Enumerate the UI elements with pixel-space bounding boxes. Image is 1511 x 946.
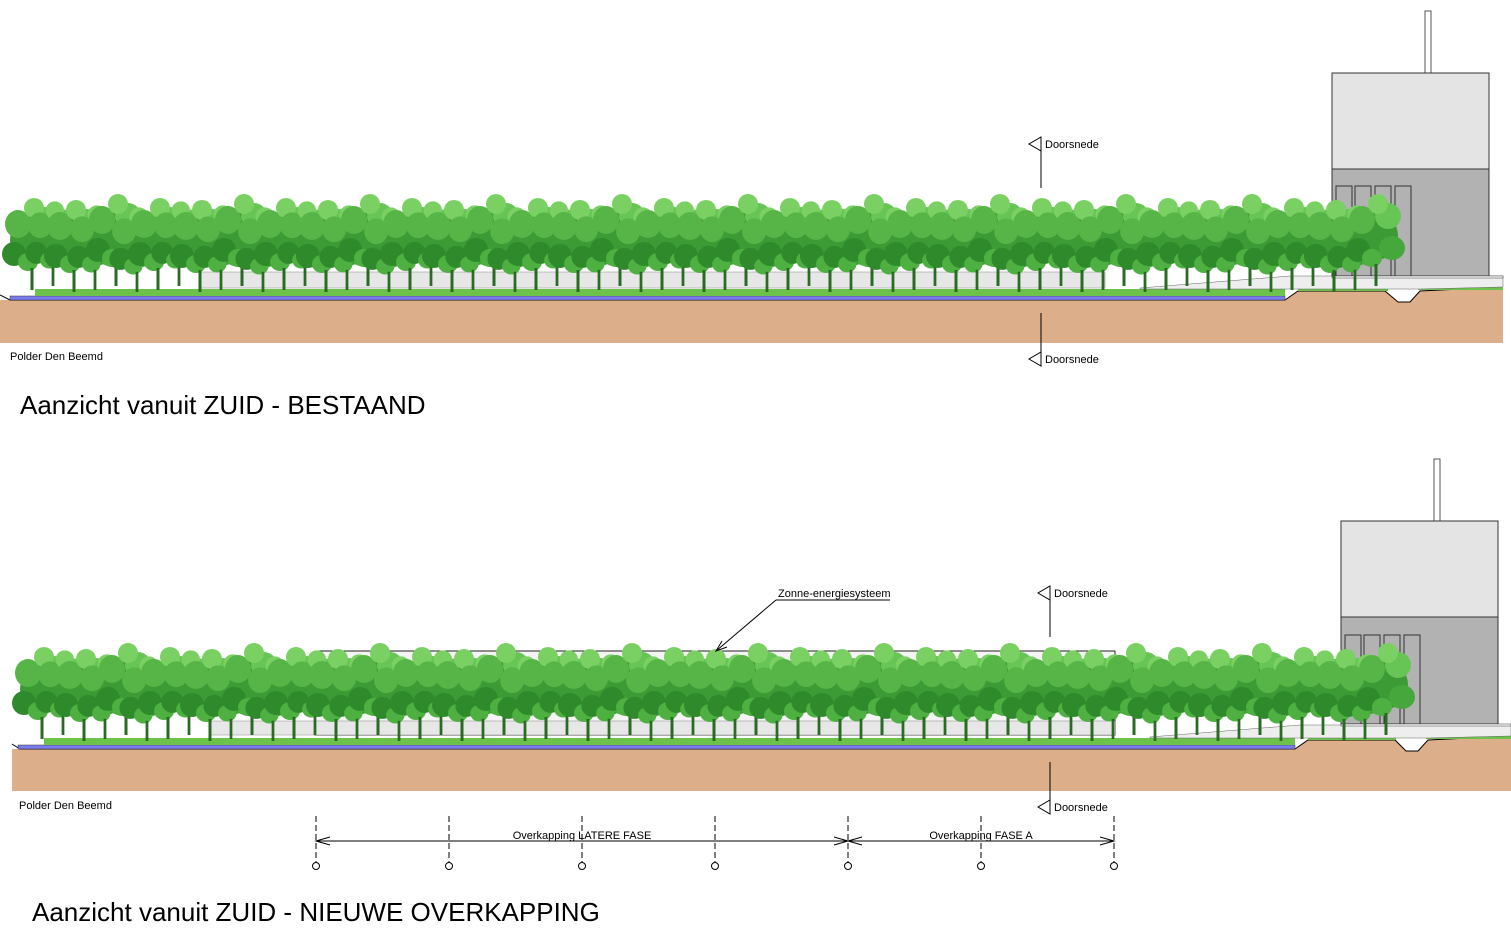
paved-slope xyxy=(1149,724,1511,739)
section-label: Doorsnede xyxy=(1045,139,1099,151)
soil-layer xyxy=(12,736,1511,791)
existing-shed xyxy=(199,271,1106,289)
section-marker-bottom: Doorsnede xyxy=(1037,762,1108,815)
grid-axis-marker xyxy=(844,862,852,870)
polder-label: Polder Den Beemd xyxy=(19,800,112,812)
grid-axis-marker xyxy=(1110,862,1118,870)
solar-label: Zonne-energiesysteem xyxy=(778,588,891,600)
building-upper xyxy=(1340,520,1499,618)
arrow-icon xyxy=(314,836,331,846)
water-strip xyxy=(17,744,1296,750)
chimney xyxy=(1424,10,1432,74)
section-label: Doorsnede xyxy=(1054,802,1108,814)
elevation-bestaand: Doorsnede Doorsnede Polder Den Beemd Aan… xyxy=(0,10,1504,420)
chimney xyxy=(1433,458,1441,522)
grid-axis-marker xyxy=(578,862,586,870)
polder-label: Polder Den Beemd xyxy=(10,351,103,363)
elevation-title: Aanzicht vanuit ZUID - NIEUWE OVERKAPPIN… xyxy=(32,897,600,927)
grid-axis-marker xyxy=(312,862,320,870)
section-marker-top: Doorsnede xyxy=(1037,585,1108,637)
arrow-icon xyxy=(846,836,863,846)
section-marker-bottom: Doorsnede xyxy=(1028,313,1099,367)
grid-axis-marker xyxy=(445,862,453,870)
existing-shed xyxy=(209,720,1116,736)
arrow-icon xyxy=(1099,836,1116,846)
dimension-line: Overkapping LATERE FASE Overkapping FASE… xyxy=(312,816,1118,870)
elevation-title: Aanzicht vanuit ZUID - BESTAAND xyxy=(20,390,426,420)
solar-annotation: Zonne-energiesysteem xyxy=(714,588,891,652)
grass-strip xyxy=(35,289,1285,296)
section-label: Doorsnede xyxy=(1045,354,1099,366)
section-label: Doorsnede xyxy=(1054,588,1108,600)
grid-axis-marker xyxy=(977,862,985,870)
arrow-icon xyxy=(714,640,728,652)
water-strip xyxy=(9,295,1286,301)
grid-axis-marker xyxy=(711,862,719,870)
building-upper xyxy=(1331,72,1490,170)
grass-strip xyxy=(44,738,1295,745)
section-marker-top: Doorsnede xyxy=(1028,136,1099,188)
elevation-nieuwe-overkapping: Zonne-energiesysteem Doorsnede Doorsnede… xyxy=(11,458,1511,927)
soil-layer xyxy=(0,287,1503,343)
